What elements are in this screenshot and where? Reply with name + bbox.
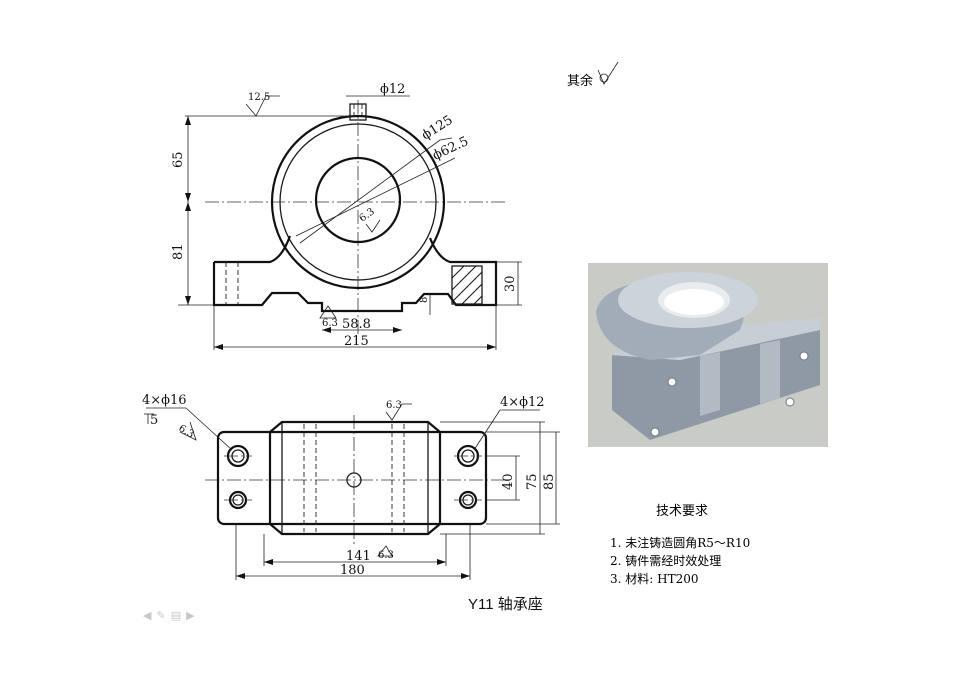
holes-phi16: 4×ϕ16 <box>142 393 187 408</box>
dim-8: 8 <box>419 297 430 303</box>
dim-30: 30 <box>503 275 518 292</box>
dim-85: 85 <box>542 473 557 490</box>
roughness-12-5: 12.5 <box>248 92 270 103</box>
tech-line-2: 2. 铸件需经时效处理 <box>610 554 722 568</box>
dim-75: 75 <box>525 473 540 490</box>
oil-hole-boss <box>349 103 367 121</box>
base-outline <box>212 237 498 313</box>
prev-icon[interactable]: ◀ <box>143 609 157 622</box>
roughness-6-3-left: 6.3 <box>177 423 196 440</box>
housing-body <box>268 420 442 536</box>
dim-40: 40 <box>501 473 516 490</box>
dim-180: 180 <box>340 563 365 578</box>
dim-141: 141 <box>346 549 371 564</box>
dim-65: 65 <box>171 151 186 168</box>
roughness-6-3-top: 6.3 <box>386 400 402 411</box>
other-surfaces-label: 其余 <box>567 74 594 89</box>
dim-phi12: ϕ12 <box>380 82 405 97</box>
bore-circle <box>314 156 402 244</box>
base-plate <box>216 430 488 526</box>
tech-line-1: 1. 未注铸造圆角R5～R10 <box>610 536 751 550</box>
holes-phi12: 4×ϕ12 <box>500 395 545 410</box>
front-view <box>178 95 522 350</box>
roughness-6-3-bore: 6.3 <box>357 206 376 224</box>
roughness-symbol <box>245 95 280 117</box>
top-view <box>146 403 560 580</box>
dim-phi125: ϕ125 <box>419 113 456 144</box>
pen-icon[interactable]: ✎ <box>156 609 171 622</box>
tech-title: 技术要求 <box>656 504 709 519</box>
mounting-holes <box>224 444 482 510</box>
dim-215: 215 <box>344 334 369 349</box>
tech-line-3: 3. 材料: HT200 <box>610 572 699 586</box>
depth-5: 5 <box>150 413 158 428</box>
page-nav-controls[interactable]: ◀✎▤▶ <box>143 609 200 622</box>
oil-hole <box>346 472 362 488</box>
housing-outer-circle <box>270 114 446 290</box>
next-icon[interactable]: ▶ <box>186 609 200 622</box>
section-hatch <box>451 265 483 305</box>
roughness-6-3-bottom: 6.3 <box>378 550 394 561</box>
dim-81: 81 <box>171 243 186 260</box>
menu-icon[interactable]: ▤ <box>170 609 187 622</box>
drawing-caption: Y11 轴承座 <box>468 596 543 613</box>
roughness-6-3-base: 6.3 <box>322 318 338 329</box>
3d-model-image <box>588 263 828 447</box>
housing-chamfer-circle <box>279 123 437 281</box>
dim-58-8: 58.8 <box>342 317 371 332</box>
